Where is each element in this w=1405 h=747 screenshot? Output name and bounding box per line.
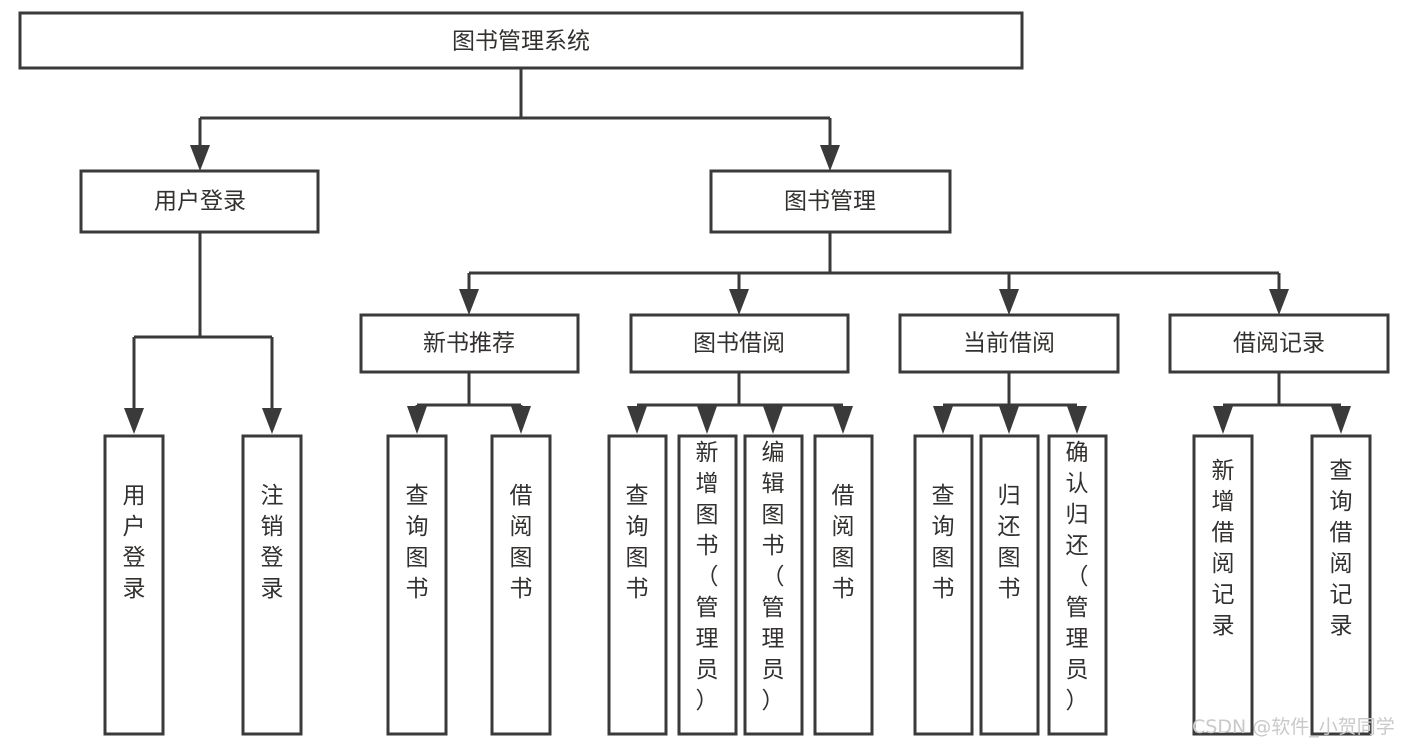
- node-book-borrow-label: 图书借阅: [693, 331, 785, 357]
- node-current-borrow[interactable]: 当前借阅: [898, 313, 1120, 374]
- arrow-user-login-leaf-2: [262, 408, 282, 434]
- leaf-logout-label: 注销登录: [261, 483, 284, 602]
- arrow-currentborrow-leaf-1: [933, 406, 953, 434]
- arrow-bookborrow-leaf-2: [697, 406, 717, 434]
- leaf-node[interactable]: 查询图书: [386, 434, 448, 736]
- arrow-newbook-leaf-2: [511, 406, 531, 434]
- leaf-borrow-borrow-book-box[interactable]: [813, 434, 874, 736]
- leaf-borrow-borrow-book-label: 借阅图书: [832, 483, 855, 602]
- leaf-current-confirm-return-box[interactable]: [1047, 434, 1108, 736]
- node-book-borrow-box[interactable]: [629, 313, 850, 374]
- leaf-borrow-edit-book-box[interactable]: [743, 434, 804, 736]
- node-current-borrow-box[interactable]: [898, 313, 1120, 374]
- arrow-borrowrecord-leaf-2: [1331, 406, 1351, 434]
- arrow-bm-to-borrow-record: [1269, 289, 1289, 315]
- node-book-management-label: 图书管理: [784, 189, 876, 215]
- node-user-login-box[interactable]: [79, 169, 320, 234]
- arrow-bm-to-new-book: [459, 289, 479, 315]
- leaf-newbook-query-box[interactable]: [386, 434, 448, 736]
- node-book-management[interactable]: 图书管理: [709, 169, 952, 234]
- node-current-borrow-label: 当前借阅: [963, 331, 1055, 357]
- arrow-currentborrow-leaf-2: [999, 406, 1019, 434]
- leaf-newbook-query-label: 查询图书: [406, 483, 429, 602]
- leaf-record-query-box[interactable]: [1310, 434, 1372, 736]
- leaf-node[interactable]: 编辑图书（管理员）: [743, 434, 804, 736]
- leaf-borrow-edit-book-label: 编辑图书（管理员）: [762, 440, 785, 714]
- node-book-borrow[interactable]: 图书借阅: [629, 313, 850, 374]
- leaf-borrow-add-book-box[interactable]: [677, 434, 738, 736]
- arrow-bookborrow-leaf-3: [763, 406, 783, 434]
- connector-layer: [124, 68, 1351, 434]
- leaf-current-return-box[interactable]: [979, 434, 1040, 736]
- leaf-node[interactable]: 用户登录: [103, 434, 165, 736]
- csdn-watermark: CSDN @软件_小贺同学: [1192, 716, 1395, 738]
- leaf-user-login-label: 用户登录: [123, 483, 146, 602]
- arrow-bm-to-current-borrow: [999, 289, 1019, 315]
- leaf-current-confirm-return-label: 确认归还（管理员）: [1066, 440, 1089, 714]
- leaf-record-add-label: 新增借阅记录: [1212, 458, 1235, 639]
- arrow-borrowrecord-leaf-1: [1213, 406, 1233, 434]
- arrow-bookborrow-leaf-4: [833, 406, 853, 434]
- arrow-currentborrow-leaf-3: [1067, 406, 1087, 434]
- node-root[interactable]: 图书管理系统: [18, 11, 1024, 70]
- node-user-login[interactable]: 用户登录: [79, 169, 320, 234]
- leaf-node[interactable]: 借阅图书: [813, 434, 874, 736]
- leaf-node[interactable]: 新增图书（管理员）: [677, 434, 738, 736]
- node-borrow-record[interactable]: 借阅记录: [1168, 313, 1390, 374]
- leaf-newbook-borrow-label: 借阅图书: [510, 483, 533, 602]
- arrow-root-to-book-mgmt: [820, 145, 840, 171]
- leaf-node[interactable]: 新增借阅记录: [1192, 434, 1254, 736]
- arrow-user-login-leaf-1: [124, 408, 144, 434]
- leaf-borrow-query-label: 查询图书: [626, 483, 649, 602]
- arrow-bm-to-book-borrow: [729, 289, 749, 315]
- arrow-bookborrow-leaf-1: [627, 406, 647, 434]
- leaf-node[interactable]: 查询图书: [607, 434, 668, 736]
- node-new-book-recommend[interactable]: 新书推荐: [359, 313, 580, 374]
- leaf-node[interactable]: 注销登录: [241, 434, 303, 736]
- leaf-node[interactable]: 查询借阅记录: [1310, 434, 1372, 736]
- leaf-user-login-box[interactable]: [103, 434, 165, 736]
- leaf-logout-box[interactable]: [241, 434, 303, 736]
- leaf-node[interactable]: 借阅图书: [490, 434, 552, 736]
- leaf-current-query-label: 查询图书: [932, 483, 955, 602]
- leaf-current-query-box[interactable]: [913, 434, 974, 736]
- node-new-book-recommend-box[interactable]: [359, 313, 580, 374]
- node-borrow-record-box[interactable]: [1168, 313, 1390, 374]
- arrow-newbook-leaf-1: [407, 406, 427, 434]
- leaf-borrow-query-box[interactable]: [607, 434, 668, 736]
- leaf-record-add-box[interactable]: [1192, 434, 1254, 736]
- node-user-login-label: 用户登录: [154, 189, 246, 215]
- node-root-box[interactable]: [18, 11, 1024, 70]
- leaf-record-query-label: 查询借阅记录: [1330, 458, 1353, 639]
- node-book-management-box[interactable]: [709, 169, 952, 234]
- node-root-label: 图书管理系统: [452, 29, 590, 55]
- leaf-node[interactable]: 查询图书: [913, 434, 974, 736]
- leaf-node[interactable]: 确认归还（管理员）: [1047, 434, 1108, 736]
- leaf-node[interactable]: 归还图书: [979, 434, 1040, 736]
- node-new-book-recommend-label: 新书推荐: [423, 331, 515, 357]
- node-borrow-record-label: 借阅记录: [1233, 331, 1325, 357]
- arrow-root-to-user-login: [190, 145, 210, 171]
- leaf-newbook-borrow-box[interactable]: [490, 434, 552, 736]
- leaf-current-return-label: 归还图书: [998, 483, 1021, 602]
- leaf-borrow-add-book-label: 新增图书（管理员）: [696, 440, 719, 714]
